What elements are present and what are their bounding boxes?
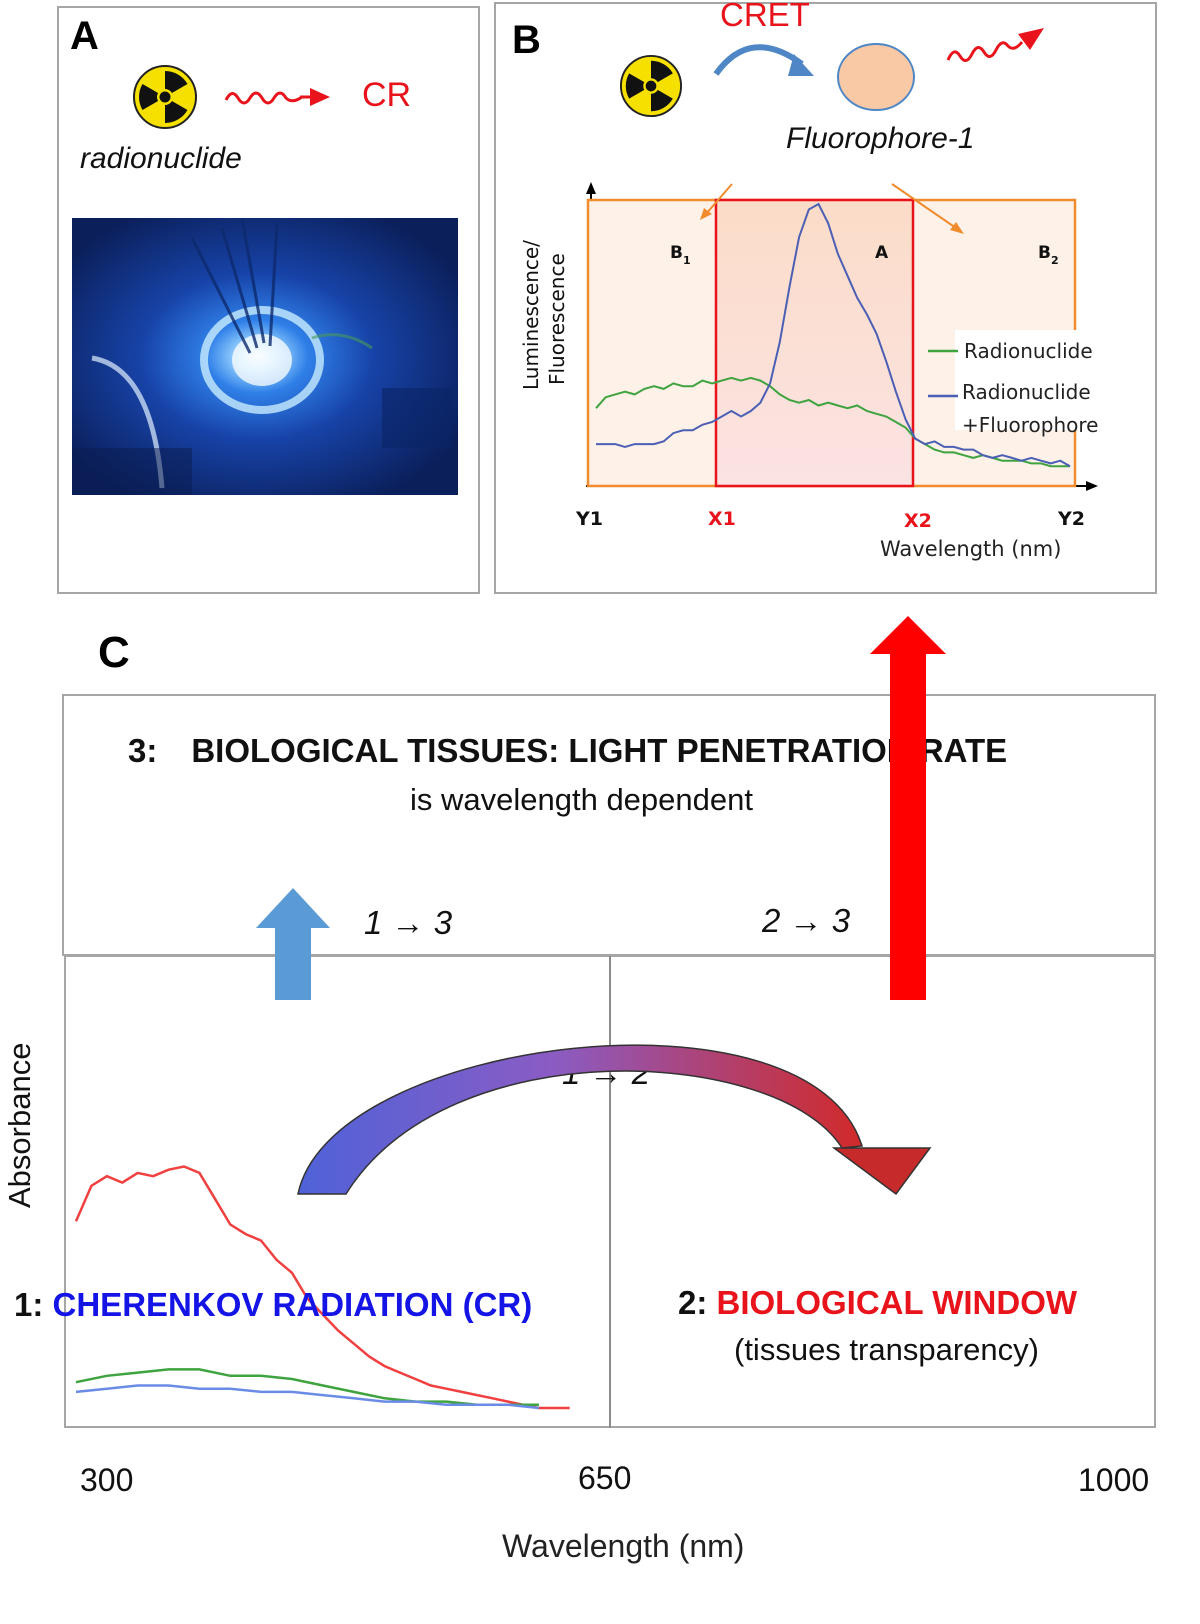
absorbance-series-blue-line <box>75 1384 540 1410</box>
reactor-glow-photo <box>72 218 458 495</box>
region-a-label: A <box>875 243 889 263</box>
legend-label-radionuclide-fluorophore-2: +Fluorophore <box>962 413 1098 437</box>
panel-b-letter: B <box>512 18 541 62</box>
region-b2-label: B <box>1038 243 1051 263</box>
box-subtitle: is wavelength dependent <box>410 782 753 817</box>
label-cherenkov-number: 1: <box>14 1286 44 1323</box>
series-radionuclide-fluorophore-line <box>596 202 1071 468</box>
radionuclide-label: radionuclide <box>80 142 242 175</box>
tick-300: 300 <box>80 1462 134 1498</box>
label-tissues-transparency: (tissues transparency) <box>734 1332 1039 1367</box>
label-biological-window: 2: BIOLOGICAL WINDOW <box>678 1284 1077 1322</box>
tick-y1: Y1 <box>575 508 603 530</box>
tick-x1: X1 <box>708 508 736 530</box>
box-title-number: 3: <box>128 732 158 769</box>
curved-transfer-arrow-icon <box>713 44 814 76</box>
panel-b-series-group <box>595 202 1071 468</box>
absorbance-chart <box>74 1165 570 1410</box>
panel-b-xlabel: Wavelength (nm) <box>880 537 1061 561</box>
label-window-text: BIOLOGICAL WINDOW <box>716 1284 1078 1321</box>
region-b1-label: B <box>670 243 683 263</box>
radiation-hazard-icon <box>619 54 683 118</box>
cret-label: CRET <box>720 0 810 33</box>
tissue-penetration-box <box>62 694 1156 956</box>
wavy-emission-arrow-icon <box>946 28 1044 62</box>
fluorophore-circle-icon <box>837 43 915 111</box>
cr-label: CR <box>362 76 412 114</box>
tick-x2: X2 <box>904 510 932 532</box>
legend-label-radionuclide-fluorophore-1: Radionuclide <box>962 380 1091 404</box>
wavy-emission-arrow-icon <box>224 88 330 106</box>
blue-up-arrow-icon <box>256 888 330 1000</box>
tick-1000: 1000 <box>1078 1462 1150 1498</box>
panel-a-letter: A <box>70 14 99 58</box>
legend <box>955 330 1130 430</box>
panel-b-chart: B 1 A B 2 Radionuclide Radionuclide +Flu… <box>519 182 1130 561</box>
panel-c-series-group <box>74 1165 570 1410</box>
tick-650: 650 <box>578 1460 632 1496</box>
panel-b-ylabel-line1: Luminescence/ <box>519 240 543 390</box>
absorbance-xlabel: Wavelength (nm) <box>502 1528 745 1564</box>
legend-label-radionuclide: Radionuclide <box>964 339 1093 363</box>
arrow-label-2-3: 2 → 3 <box>762 902 851 939</box>
absorbance-series-green-line <box>75 1368 539 1407</box>
tick-y2: Y2 <box>1057 508 1085 530</box>
box-title: 3: BIOLOGICAL TISSUES: LIGHT PENETRATION … <box>128 732 1007 770</box>
panel-c-letter: C <box>98 628 130 677</box>
absorbance-ylabel: Absorbance <box>2 1042 37 1208</box>
region-b1-subscript: 1 <box>683 254 691 267</box>
fluorophore-label: Fluorophore-1 <box>786 122 975 155</box>
radiation-hazard-icon <box>133 65 197 129</box>
label-cherenkov-text: CHERENKOV RADIATION (CR) <box>52 1286 533 1323</box>
box-title-text: BIOLOGICAL TISSUES: LIGHT PENETRATION RA… <box>191 732 1008 769</box>
label-cherenkov: 1: CHERENKOV RADIATION (CR) <box>14 1286 532 1324</box>
midline-650 <box>609 956 611 1428</box>
red-up-arrow-icon <box>870 616 946 1000</box>
region-b2-subscript: 2 <box>1051 254 1059 267</box>
panel-b-ylabel-line2: Fluorescence <box>545 253 569 385</box>
arrow-label-1-3: 1 → 3 <box>364 904 453 941</box>
absorbance-series-red-line <box>74 1165 570 1410</box>
label-window-number: 2: <box>678 1284 708 1321</box>
curved-arrow-1-to-2-icon <box>297 1044 932 1196</box>
